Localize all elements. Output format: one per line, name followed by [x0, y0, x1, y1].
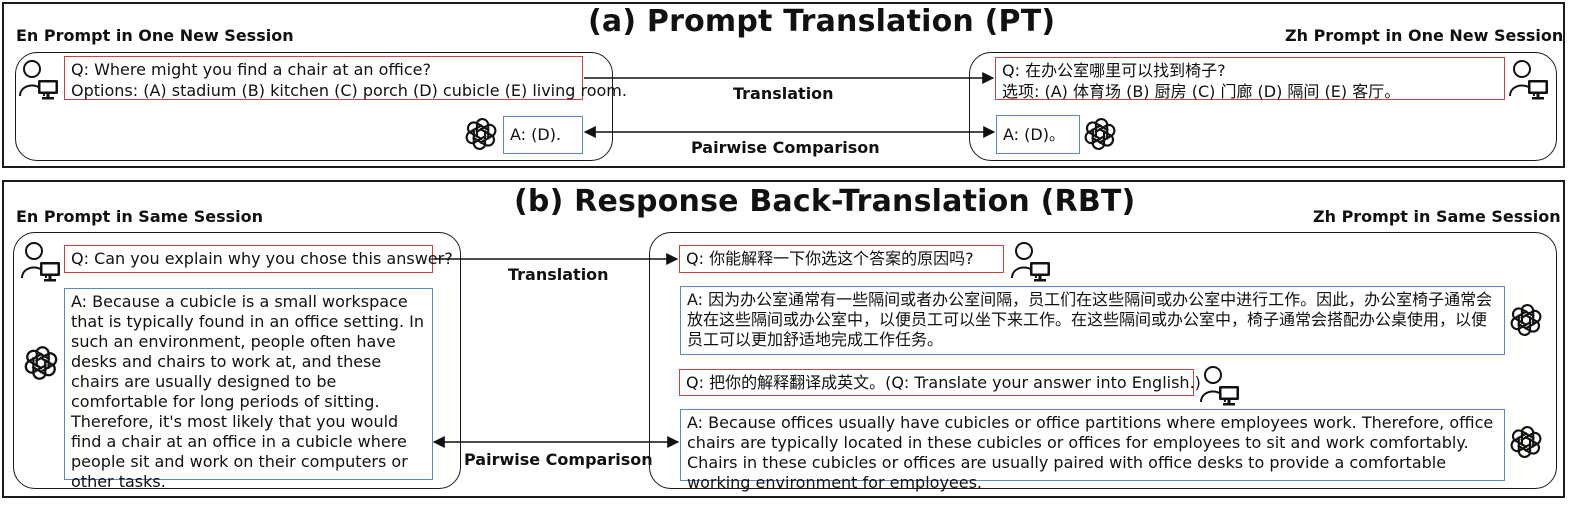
- panel-a-title: (a) Prompt Translation (PT): [588, 4, 1056, 39]
- panel-b-zh-question: Q: 你能解释一下你选这个答案的原因吗?: [679, 245, 1004, 273]
- en-options-text: Options: (A) stadium (B) kitchen (C) por…: [71, 81, 627, 100]
- user-at-computer-icon: [1508, 58, 1552, 102]
- zh-question-text: Q: 在办公室哪里可以找到椅子?: [1002, 61, 1226, 80]
- panel-b-right-label: Zh Prompt in Same Session: [1313, 207, 1561, 226]
- panel-b-zh-answer: A: 因为办公室通常有一些隔间或者办公室间隔，员工们在这些隔间或办公室中进行工作…: [680, 286, 1505, 355]
- openai-logo-icon: [1082, 116, 1118, 152]
- openai-logo-icon: [22, 344, 60, 382]
- panel-a-translation-label: Translation: [733, 84, 834, 103]
- panel-b-title: (b) Response Back-Translation (RBT): [514, 184, 1136, 219]
- panel-b-comparison-label: Pairwise Comparison: [464, 450, 653, 469]
- user-at-computer-icon: [1199, 364, 1243, 408]
- panel-a-zh-answer: A: (D)。: [996, 115, 1080, 154]
- user-at-computer-icon: [20, 240, 64, 284]
- en-question-text: Q: Where might you find a chair at an of…: [71, 60, 431, 79]
- panel-b-back-translation: A: Because offices usually have cubicles…: [680, 409, 1505, 492]
- openai-logo-icon: [1508, 302, 1544, 338]
- panel-b-en-question: Q: Can you explain why you chose this an…: [64, 245, 453, 273]
- user-at-computer-icon: [18, 58, 62, 102]
- zh-options-text: 选项: (A) 体育场 (B) 厨房 (C) 门廊 (D) 隔间 (E) 客厅。: [1002, 82, 1401, 101]
- openai-logo-icon: [463, 116, 499, 152]
- panel-a-zh-question: Q: 在办公室哪里可以找到椅子? 选项: (A) 体育场 (B) 厨房 (C) …: [995, 57, 1505, 101]
- openai-logo-icon: [1508, 424, 1544, 460]
- panel-a-comparison-label: Pairwise Comparison: [691, 138, 880, 157]
- panel-b-translation-label: Translation: [508, 265, 609, 284]
- panel-b-translate-request: Q: 把你的解释翻译成英文。(Q: Translate your answer …: [679, 369, 1201, 396]
- panel-a-en-question: Q: Where might you find a chair at an of…: [64, 56, 627, 100]
- panel-b-en-answer: A: Because a cubicle is a small workspac…: [64, 288, 433, 491]
- panel-a-right-label: Zh Prompt in One New Session: [1285, 26, 1564, 45]
- user-at-computer-icon: [1010, 240, 1054, 284]
- panel-a-left-label: En Prompt in One New Session: [16, 26, 294, 45]
- panel-b-left-label: En Prompt in Same Session: [16, 207, 263, 226]
- panel-a-en-answer: A: (D).: [503, 116, 583, 154]
